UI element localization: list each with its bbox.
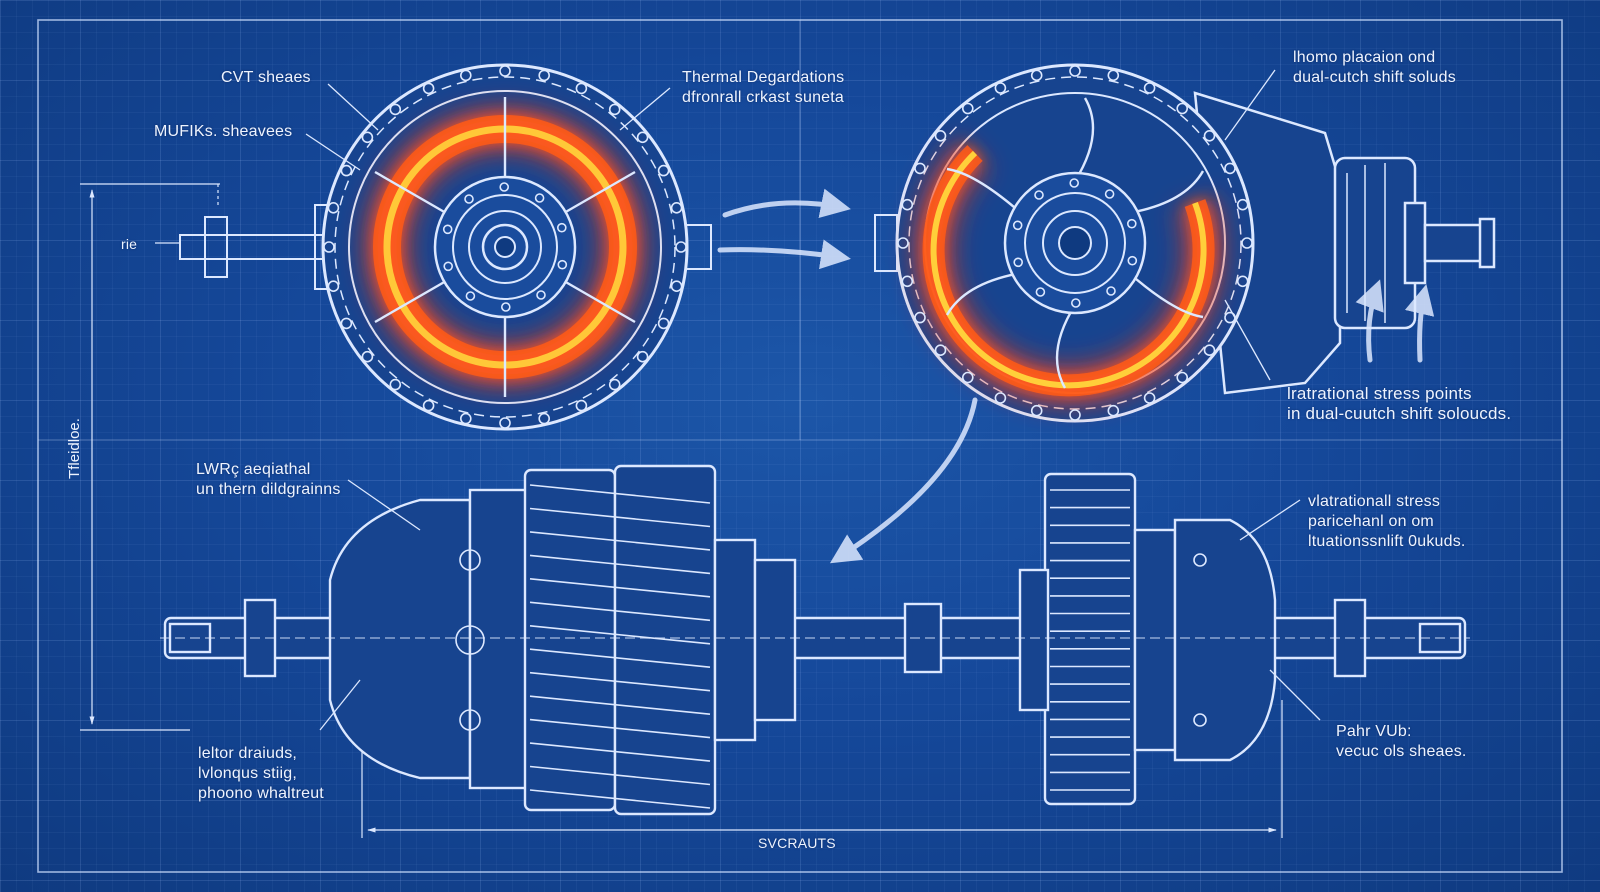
label-vibrational-line2: paricehanl on om [1308, 513, 1434, 530]
label-top-right-line2: dual-cutch shift soluds [1293, 69, 1456, 86]
label-lwr-line1: LWRç aeqiathal [196, 461, 311, 478]
label-bottom-right-line2: vecuc ols sheaes. [1336, 743, 1467, 760]
label-thermal-line2: dfronrall crkast suneta [682, 89, 845, 106]
dual-clutch-wheel [874, 63, 1496, 423]
drive-shaft-assembly [163, 464, 1467, 816]
label-bottom-right: Pahr VUb: vecuc ols sheaes. [1336, 722, 1467, 762]
cvt-sheave-wheel [179, 63, 712, 431]
dimension-label-bottom: SVCRAUTS [758, 835, 836, 851]
dimension-label-vertical: Tfleidloe. [65, 418, 83, 479]
label-vibrational-stress: vlatrationall stress paricehanl on om lt… [1308, 492, 1466, 552]
label-top-right: lhomo placaion ond dual-cutch shift solu… [1293, 48, 1456, 88]
label-bottom-left-line3: phoono whaltreut [198, 785, 324, 802]
label-stress-points: lratrational stress points in dual-cuutc… [1287, 384, 1511, 424]
label-thermal-degradations: Thermal Degardations dfronrall crkast su… [682, 68, 844, 108]
label-cvt-sheaves: CVT sheaes [221, 69, 311, 86]
label-bottom-left: leltor draiuds, lvlonqus stiig, phoono w… [198, 744, 324, 804]
label-rie: rie [121, 236, 138, 252]
label-vibrational-line3: ltuationssnlift 0ukuds. [1308, 533, 1466, 550]
label-lwr: LWRç aeqiathal un thern dildgrainns [196, 460, 341, 500]
label-vibrational-line1: vlatrationall stress [1308, 493, 1441, 510]
label-thermal-line1: Thermal Degardations [682, 69, 845, 86]
label-bottom-left-line2: lvlonqus stiig, [198, 765, 298, 782]
label-stress-line2: in dual-cuutch shift soloucds. [1287, 404, 1512, 423]
label-stress-line1: lratrational stress points [1287, 384, 1472, 403]
transition-arrows [717, 188, 1435, 564]
label-lwr-line2: un thern dildgrainns [196, 481, 341, 498]
label-bottom-left-line1: leltor draiuds, [198, 745, 298, 762]
drive-shaft-details [160, 484, 1470, 809]
label-mufiks-sheaves: MUFIKs. sheavees [154, 123, 293, 140]
label-top-right-line1: lhomo placaion ond [1293, 49, 1436, 66]
label-bottom-right-line1: Pahr VUb: [1336, 723, 1412, 740]
vertical-dimension [80, 183, 220, 731]
horizontal-dimension [361, 700, 1283, 838]
leader-lines [155, 69, 1321, 731]
sheet-frame [37, 19, 1563, 873]
